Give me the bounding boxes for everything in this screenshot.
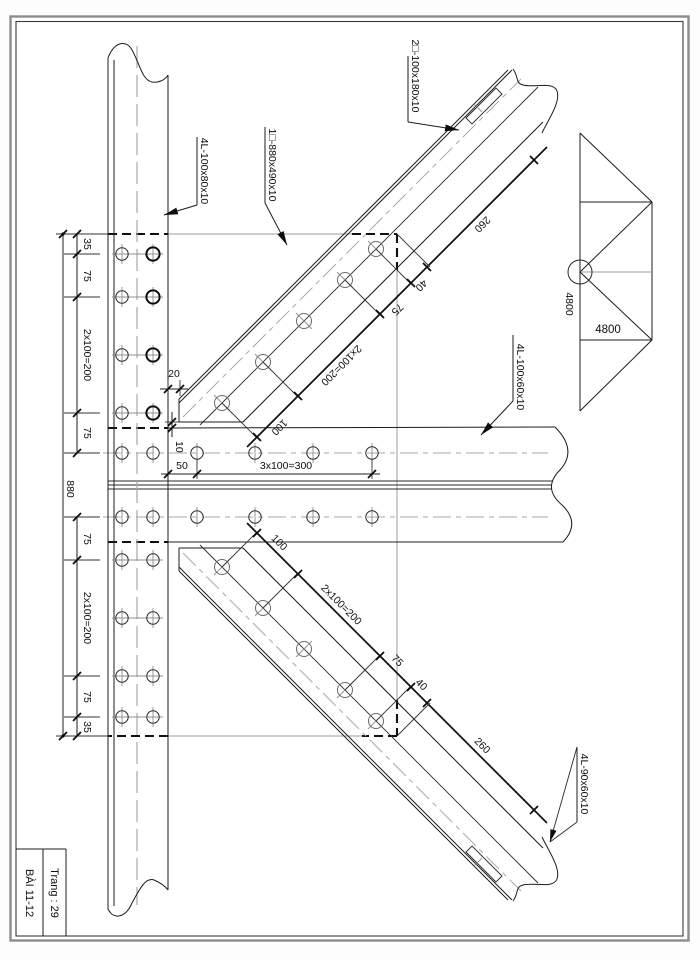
member-label: 1□-880x490x10 [266,129,278,202]
member-label-horizontal-chord: 4L-100x60x10 [480,335,526,436]
dim-label-overall: 880 [64,480,76,498]
member-label: 4L-100x80x10 [198,138,210,205]
bottom-diagonal-member [178,544,559,902]
overall-dimension-880: 880 [58,229,76,741]
title-block-lesson: BÀI 11-12 [23,869,36,917]
member-label: 4L-90x60x10 [578,754,590,815]
dim-label: 2x100=200 [81,592,93,644]
sketch-dim-label: 4800 [563,292,575,316]
dim-label-spacing: 3x100=300 [260,460,312,472]
dim-label: 75 [81,270,93,282]
sheet-border [9,15,690,942]
joint-marker-circle [567,259,593,285]
splice-plate-edge [465,845,503,883]
dim-label: 35 [81,721,93,733]
title-block: BÀI 11-12 Trang : 29 [16,848,67,936]
break-line-diagonal-bottom [512,836,559,902]
bolt-row-dimension: 50 3x100=300 [161,459,380,479]
member-label-gusset-plate: 1□-880x490x10 [264,127,288,246]
dim-label-10: 10 [173,441,185,453]
break-line-bottom [107,879,169,917]
break-line-diagonal-top [512,68,559,134]
member-label: 2□-100x180x10 [409,40,421,113]
splice-plate-edge [465,87,503,125]
corner-dimensions: 20 10 [160,368,188,453]
dim-label: 75 [81,427,93,439]
horizontal-chord-member [103,426,573,544]
dim-label: 2x100=200 [81,329,93,381]
dim-label-20: 20 [168,368,180,380]
break-line-top [107,42,169,83]
member-label-bottom-diagonal: 4L-90x60x10 [549,746,590,843]
member-label-top-diagonal: 2□-100x180x10 [407,40,460,132]
vertical-chord-holes [112,243,163,728]
break-line-right [551,426,573,543]
title-block-page: Trang : 29 [48,868,60,918]
dim-label: 75 [81,533,93,545]
truss-location-sketch: 4800 4800 [563,132,653,412]
sketch-dim-label: 4800 [595,324,621,336]
member-label: 4L-100x60x10 [514,344,526,411]
dim-label: 35 [81,238,93,250]
member-label-vertical-chord: 4L-100x80x10 [163,137,210,216]
dim-label: 75 [81,691,93,703]
dim-label-edge: 50 [176,460,188,472]
left-dimension-chain: 35 75 2x100=200 75 75 2x100=200 75 35 [56,229,108,741]
